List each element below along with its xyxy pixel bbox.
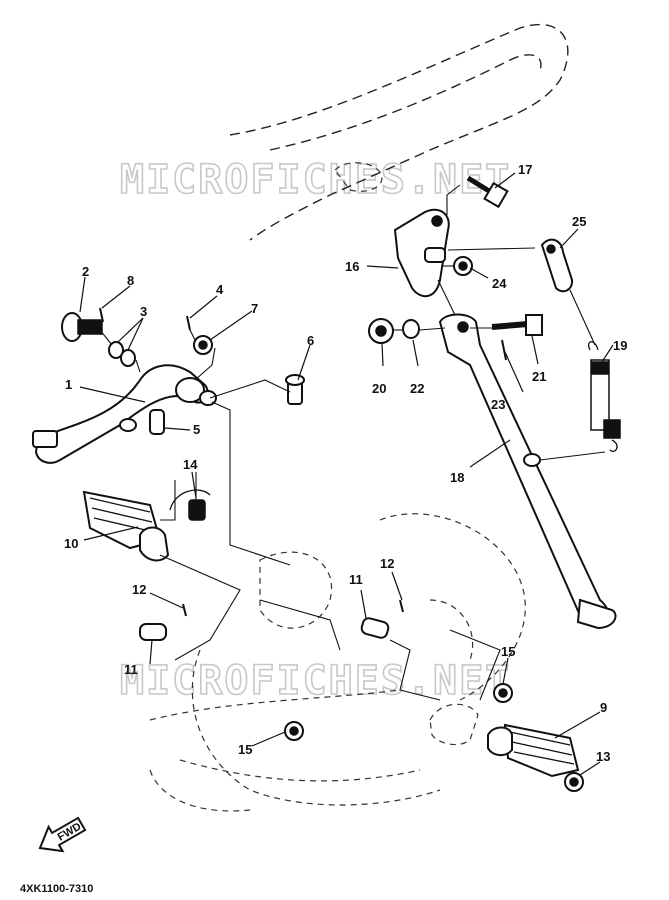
part-3-washers [108, 341, 136, 367]
footrest-bracket [429, 703, 479, 746]
callouts: 2 8 3 1 4 7 6 5 14 10 12 11 15 11 12 15 … [64, 162, 627, 764]
part-4-pin [186, 315, 191, 331]
watermark-top: MICROFICHES.NET [120, 157, 511, 203]
leader-lines [79, 172, 614, 776]
part-25-plate [540, 238, 574, 293]
part-11-pin-left [139, 623, 167, 641]
part-7-nut [193, 335, 213, 355]
callout-24: 24 [492, 276, 507, 291]
part-14-spring [169, 489, 211, 521]
callout-5: 5 [193, 422, 200, 437]
callout-23: 23 [491, 397, 505, 412]
part-2-pivot-bolt [61, 312, 103, 342]
part-12-clip-right [399, 599, 404, 613]
part-10-footrest [82, 490, 170, 562]
part-13-spring [564, 772, 584, 792]
part-16-bracket [393, 208, 450, 298]
part-18-sidestand [438, 313, 617, 630]
pedal-boss [175, 377, 217, 406]
callout-16: 16 [345, 259, 359, 274]
watermark-bottom: MICROFICHES.NET [120, 658, 511, 704]
part-24-collar [424, 247, 473, 276]
callout-22: 22 [410, 381, 424, 396]
callout-18: 18 [450, 470, 464, 485]
callout-4: 4 [216, 282, 224, 297]
part-8-pin [99, 307, 104, 323]
plate-hole [546, 244, 556, 254]
assembly-lines [99, 184, 606, 701]
part-6-pin [285, 374, 305, 405]
callout-11-right: 11 [349, 572, 363, 587]
callout-17: 17 [518, 162, 532, 177]
part-15-damper-left [284, 721, 304, 741]
callout-25: 25 [572, 214, 586, 229]
frame-outline-top [229, 23, 569, 241]
bracket-hole [431, 215, 443, 227]
callout-21: 21 [532, 369, 546, 384]
callout-6: 6 [307, 333, 314, 348]
callout-20: 20 [372, 381, 386, 396]
part-22-washer [402, 319, 420, 339]
callout-19: 19 [613, 338, 627, 353]
pedal-tip [32, 430, 58, 448]
callout-12-left: 12 [132, 582, 146, 597]
callout-15-right: 15 [501, 644, 515, 659]
drawing-code: 4XK1100-7310 [20, 883, 93, 895]
callout-1: 1 [65, 377, 72, 392]
frame-outline-bottom [149, 513, 526, 812]
part-15-damper-right [493, 683, 513, 703]
callout-13: 13 [596, 749, 610, 764]
part-23-pin [501, 339, 507, 361]
callout-12-right: 12 [380, 556, 394, 571]
part-20-nut [368, 318, 394, 344]
callout-8: 8 [127, 273, 134, 288]
part-12-clip-left [182, 603, 187, 617]
part-5-spring [119, 409, 165, 435]
part-21-bolt [491, 314, 543, 336]
part-11-pin-right [360, 617, 390, 639]
part-17-bolt [466, 175, 509, 209]
callout-11-left: 11 [124, 662, 138, 677]
callout-14: 14 [183, 457, 198, 472]
callout-7: 7 [251, 301, 258, 316]
callout-2: 2 [82, 264, 89, 279]
callout-3: 3 [140, 304, 147, 319]
callout-9: 9 [600, 700, 607, 715]
part-19-spring [588, 341, 621, 452]
callout-10: 10 [64, 536, 78, 551]
fwd-arrow-icon: FWD [38, 816, 87, 853]
callout-15-left: 15 [238, 742, 252, 757]
